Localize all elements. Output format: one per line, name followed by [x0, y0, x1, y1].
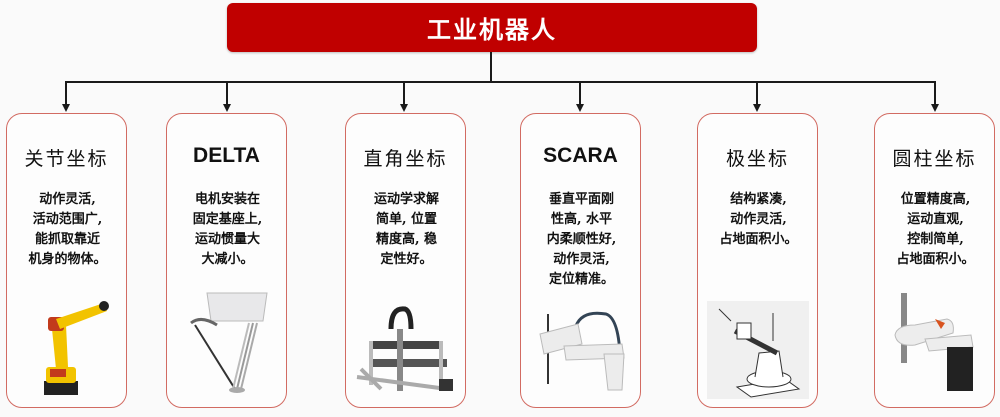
connector-drop-1	[65, 81, 67, 105]
card-cylindrical: 圆柱坐标 位置精度高, 运动直观, 控制简单, 占地面积小。	[874, 113, 995, 408]
root-title: 工业机器人	[427, 15, 557, 44]
card-title: DELTA	[193, 144, 260, 167]
card-description: 运动学求解 简单, 位置 精度高, 稳 定性好。	[373, 192, 439, 267]
card-title: 极坐标	[725, 148, 789, 170]
card-delta: DELTA 电机安装在 固定基座上, 运动惯量大 大减小。	[166, 113, 287, 408]
connector-drop-6	[934, 81, 936, 105]
connector-drop-3	[403, 81, 405, 105]
card-description: 垂直平面刚 性高, 水平 内柔顺性好, 动作灵活, 定位精准。	[546, 192, 617, 287]
connector-bus	[65, 81, 936, 83]
cylindrical-robot-icon	[875, 289, 994, 399]
card-polar: 极坐标 结构紧凑, 动作灵活, 占地面积小。	[697, 113, 818, 408]
scara-robot-icon	[521, 304, 640, 399]
card-title: 关节坐标	[24, 148, 109, 170]
connector-drop-2	[226, 81, 228, 105]
card-description: 动作灵活, 活动范围广, 能抓取靠近 机身的物体。	[28, 192, 107, 267]
card-articulated: 关节坐标 动作灵活, 活动范围广, 能抓取靠近 机身的物体。	[6, 113, 127, 408]
polar-robot-icon	[698, 299, 817, 399]
card-description: 结构紧凑, 动作灵活, 占地面积小。	[719, 192, 798, 247]
delta-robot-icon	[167, 289, 286, 399]
card-description: 电机安装在 固定基座上, 运动惯量大 大减小。	[192, 192, 263, 267]
connector-trunk	[490, 52, 492, 82]
connector-drop-4	[579, 81, 581, 105]
articulated-robot-icon	[7, 289, 126, 399]
arrow-down-icon	[400, 104, 408, 112]
card-title: 直角坐标	[363, 148, 448, 170]
card-description: 位置精度高, 运动直观, 控制简单, 占地面积小。	[896, 192, 975, 267]
arrow-down-icon	[576, 104, 584, 112]
card-title: 圆柱坐标	[892, 148, 977, 170]
card-cartesian: 直角坐标 运动学求解 简单, 位置 精度高, 稳 定性好。	[345, 113, 466, 408]
arrow-down-icon	[753, 104, 761, 112]
connector-drop-5	[756, 81, 758, 105]
card-title: SCARA	[543, 144, 618, 167]
root-node-industrial-robot: 工业机器人	[227, 3, 757, 52]
card-scara: SCARA 垂直平面刚 性高, 水平 内柔顺性好, 动作灵活, 定位精准。	[520, 113, 641, 408]
arrow-down-icon	[62, 104, 70, 112]
cartesian-robot-icon	[346, 289, 465, 399]
arrow-down-icon	[223, 104, 231, 112]
arrow-down-icon	[931, 104, 939, 112]
